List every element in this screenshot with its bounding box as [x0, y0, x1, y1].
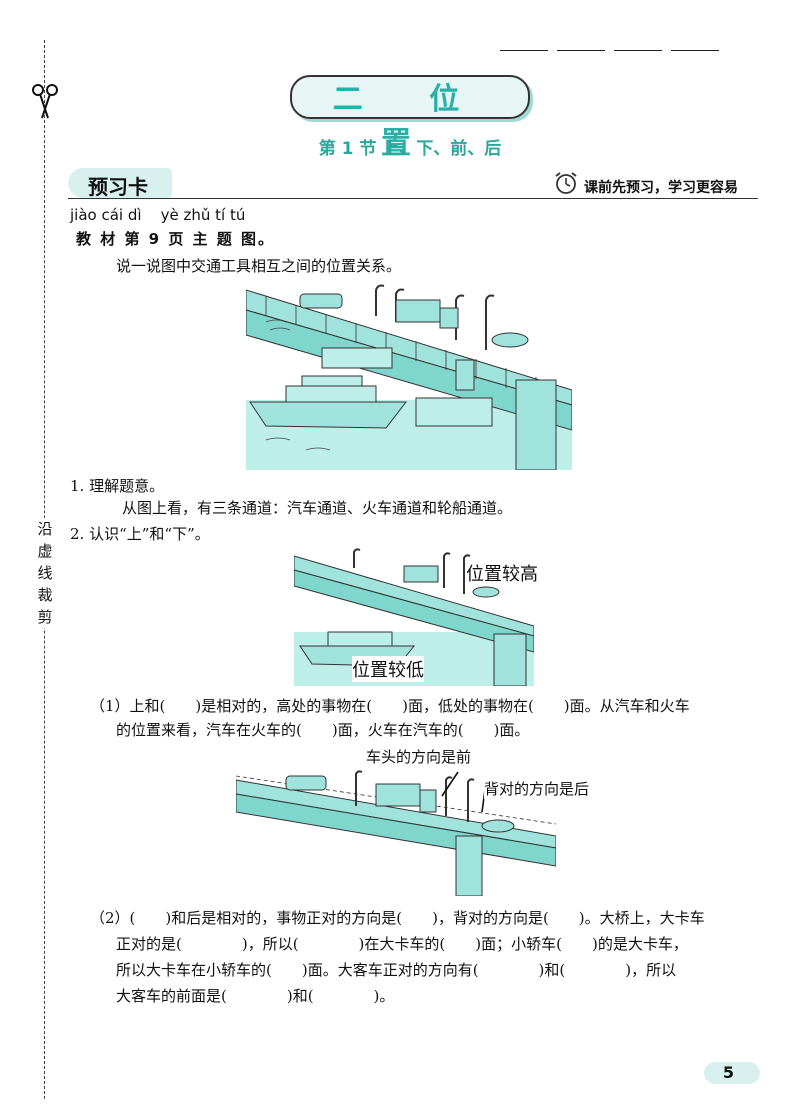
preview-slogan: 课前先预习，学习更容易: [584, 180, 738, 196]
item1-text: 从图上看，有三条通道：汽车通道、火车通道和轮船通道。: [122, 499, 513, 517]
label-high-position: 位置较高: [466, 560, 538, 586]
question2-line3: 所以大卡车在小轿车的( )面。大客车正对的方向有( )和( )，所以: [116, 961, 677, 979]
chapter-title: 二 位 置: [332, 82, 488, 161]
question2-line1: （2）( )和后是相对的，事物正对的方向是( )，背对的方向是( )。大桥上，大…: [90, 909, 705, 927]
textbook-reference: 教 材 第 9 页 主 题 图。: [76, 230, 275, 248]
blank-field[interactable]: [613, 38, 662, 51]
blank-field[interactable]: [556, 38, 605, 51]
intro-text: 说一说图中交通工具相互之间的位置关系。: [116, 257, 402, 275]
question1-line1: （1）上和( )是相对的，高处的事物在( )面，低处的事物在( )面。从汽车和火…: [90, 697, 690, 715]
chapter-title-box: [290, 75, 530, 119]
section-title: 第 1 节 上、下、前、后: [318, 139, 502, 159]
blank-field[interactable]: [500, 38, 548, 51]
header-info-blanks: [500, 38, 750, 56]
page-number: 5: [704, 1062, 760, 1084]
scissors-icon: [32, 84, 58, 119]
preview-tab-label: 预习卡: [88, 175, 148, 199]
item1-heading: 1. 理解题意。: [70, 477, 165, 495]
cut-guide-text: 沿虚线裁剪: [34, 518, 56, 628]
label-back-direction: 背对的方向是后: [484, 778, 590, 799]
label-low-position: 位置较低: [352, 656, 424, 682]
blank-field[interactable]: [670, 38, 719, 51]
item2-heading: 2. 认识“上”和“下”。: [70, 525, 210, 543]
preview-tab: [68, 168, 172, 198]
question1-line2: 的位置来看，汽车在火车的( )面，火车在汽车的( )面。: [116, 721, 530, 739]
pinyin-line: jiào cái dì yè zhǔ tí tú: [70, 206, 246, 224]
question2-line2: 正对的是( )，所以( )在大卡车的( )面；小轿车( )的是大卡车，: [116, 935, 688, 953]
page-number-text: 5: [722, 1063, 734, 1082]
divider: [68, 198, 758, 199]
bridge-scene-illustration: [246, 280, 572, 470]
alarm-clock-icon: [555, 172, 577, 194]
question2-line4: 大客车的前面是( )和( )。: [116, 987, 395, 1005]
label-front-direction: 车头的方向是前: [366, 746, 472, 767]
